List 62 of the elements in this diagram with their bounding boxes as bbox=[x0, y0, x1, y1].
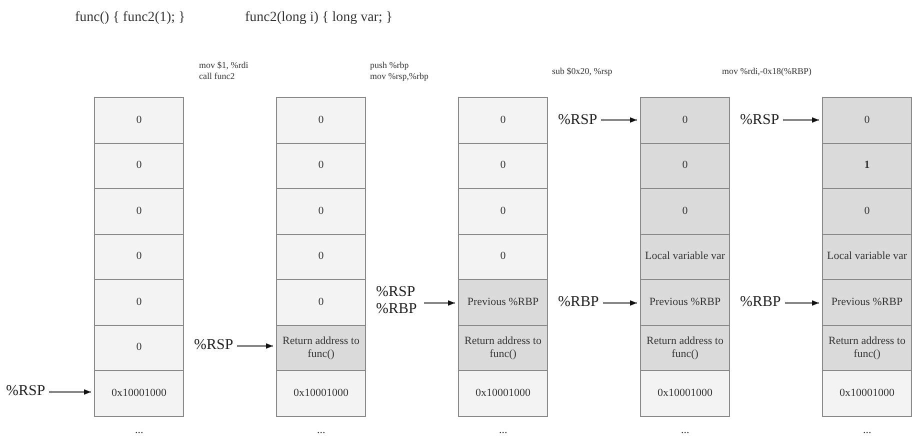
stack-slot: 0x10001000 bbox=[822, 370, 912, 416]
arrow bbox=[48, 389, 92, 395]
stack-slot: 0 bbox=[458, 142, 548, 189]
stack-slot: 0 bbox=[640, 188, 730, 234]
register-label: %RSP bbox=[6, 383, 46, 400]
code-line: func() { func2(1); } bbox=[75, 10, 186, 26]
stack-slot: Previous %RBP bbox=[640, 279, 730, 326]
instruction: mov %rsp,%rbp bbox=[370, 71, 428, 81]
stack-slot: 0 bbox=[94, 97, 184, 144]
register-label: %RSP bbox=[740, 112, 780, 129]
register-label: %RSP bbox=[194, 337, 234, 354]
ellipsis: ... bbox=[135, 424, 144, 436]
stack-slot: 1 bbox=[822, 142, 912, 189]
stack-slot: 0 bbox=[458, 188, 548, 234]
stack-slot: 0 bbox=[276, 188, 366, 234]
instruction: mov $1, %rdi bbox=[199, 60, 248, 70]
ellipsis: ... bbox=[863, 424, 872, 436]
stack-slot: 0 bbox=[822, 97, 912, 144]
stack-slot: Return address to func() bbox=[640, 324, 730, 371]
stack-slot: 0x10001000 bbox=[640, 370, 730, 416]
stack-slot: Local variable var bbox=[640, 234, 730, 280]
code-line: func2(long i) { long var; } bbox=[245, 10, 393, 26]
ellipsis: ... bbox=[681, 424, 690, 436]
arrow bbox=[784, 300, 820, 306]
stack-slot: 0 bbox=[94, 142, 184, 189]
register-label: %RBP bbox=[558, 294, 599, 311]
stack-slot: 0 bbox=[276, 97, 366, 144]
stack-slot: 0 bbox=[94, 188, 184, 234]
register-label: %RSP bbox=[558, 112, 598, 129]
instruction: call func2 bbox=[199, 71, 235, 81]
ellipsis: ... bbox=[317, 424, 326, 436]
register-label: %RSP %RBP bbox=[376, 284, 420, 318]
stack-slot: Return address to func() bbox=[458, 324, 548, 371]
stack-slot: 0 bbox=[94, 279, 184, 326]
stack-slot: 0 bbox=[458, 97, 548, 144]
stack-slot: 0 bbox=[94, 324, 184, 371]
instruction: mov %rdi,-0x18(%RBP) bbox=[722, 66, 812, 76]
stack-slot: Previous %RBP bbox=[822, 279, 912, 326]
arrow bbox=[782, 117, 820, 123]
stack-slot: 0x10001000 bbox=[276, 370, 366, 416]
stack-slot: Return address to func() bbox=[276, 324, 366, 371]
stack-slot: 0 bbox=[640, 142, 730, 189]
arrow bbox=[236, 343, 274, 349]
stack-slot: 0 bbox=[822, 188, 912, 234]
register-label: %RBP bbox=[740, 294, 781, 311]
stack-slot: Previous %RBP bbox=[458, 279, 548, 326]
instruction: sub $0x20, %rsp bbox=[552, 66, 612, 76]
arrow bbox=[424, 300, 456, 306]
stack-slot: Return address to func() bbox=[822, 324, 912, 371]
stack-slot: 0x10001000 bbox=[94, 370, 184, 416]
stack-slot: 0 bbox=[276, 279, 366, 326]
stack-slot: 0x10001000 bbox=[458, 370, 548, 416]
stack-slot: 0 bbox=[276, 234, 366, 280]
arrow bbox=[602, 300, 638, 306]
stack-slot: 0 bbox=[94, 234, 184, 280]
ellipsis: ... bbox=[499, 424, 508, 436]
arrow bbox=[600, 117, 638, 123]
stack-slot: Local variable var bbox=[822, 234, 912, 280]
instruction: push %rbp bbox=[370, 60, 409, 70]
stack-slot: 0 bbox=[640, 97, 730, 144]
stack-slot: 0 bbox=[458, 234, 548, 280]
stack-slot: 0 bbox=[276, 142, 366, 189]
